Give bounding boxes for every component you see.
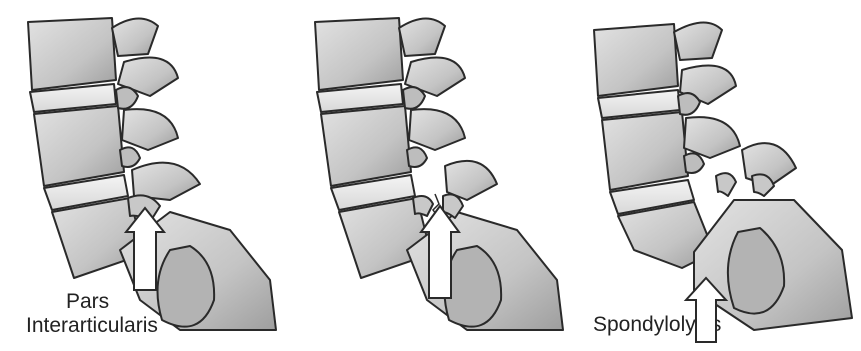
vertebra-l3 [315, 18, 403, 90]
spinous-process [122, 109, 178, 150]
vertebra-l3 [594, 24, 678, 96]
facet [403, 87, 425, 109]
spine-illustration-spondylolysis [287, 0, 574, 351]
spinous-process [409, 109, 465, 150]
spinous-process [674, 22, 722, 60]
spinous-process [112, 18, 158, 56]
panel-slipped-vertebra [574, 0, 861, 351]
spinous-process [399, 18, 445, 56]
facet [116, 87, 138, 109]
panel-spondylolysis: Spondylolysis [287, 0, 574, 351]
pars-label-line1: Pars [66, 290, 109, 313]
spinous-process [684, 117, 740, 158]
vertebra-l4 [602, 112, 688, 190]
panel-normal-spine: Pars Interarticularis [0, 0, 287, 351]
pars-label-line2: Interarticularis [26, 314, 158, 338]
pars-fragment-anterior [413, 196, 433, 216]
facet [120, 147, 140, 167]
pars-interarticularis-label: Pars Interarticularis [66, 290, 158, 338]
vertebra-l4 [34, 106, 124, 186]
facet [678, 93, 700, 115]
facet [407, 147, 427, 167]
spine-illustration-slip [574, 0, 861, 351]
vertebra-l3 [28, 18, 116, 90]
facet [684, 153, 704, 173]
pars-fragment [716, 173, 736, 196]
vertebra-l4 [321, 106, 411, 186]
